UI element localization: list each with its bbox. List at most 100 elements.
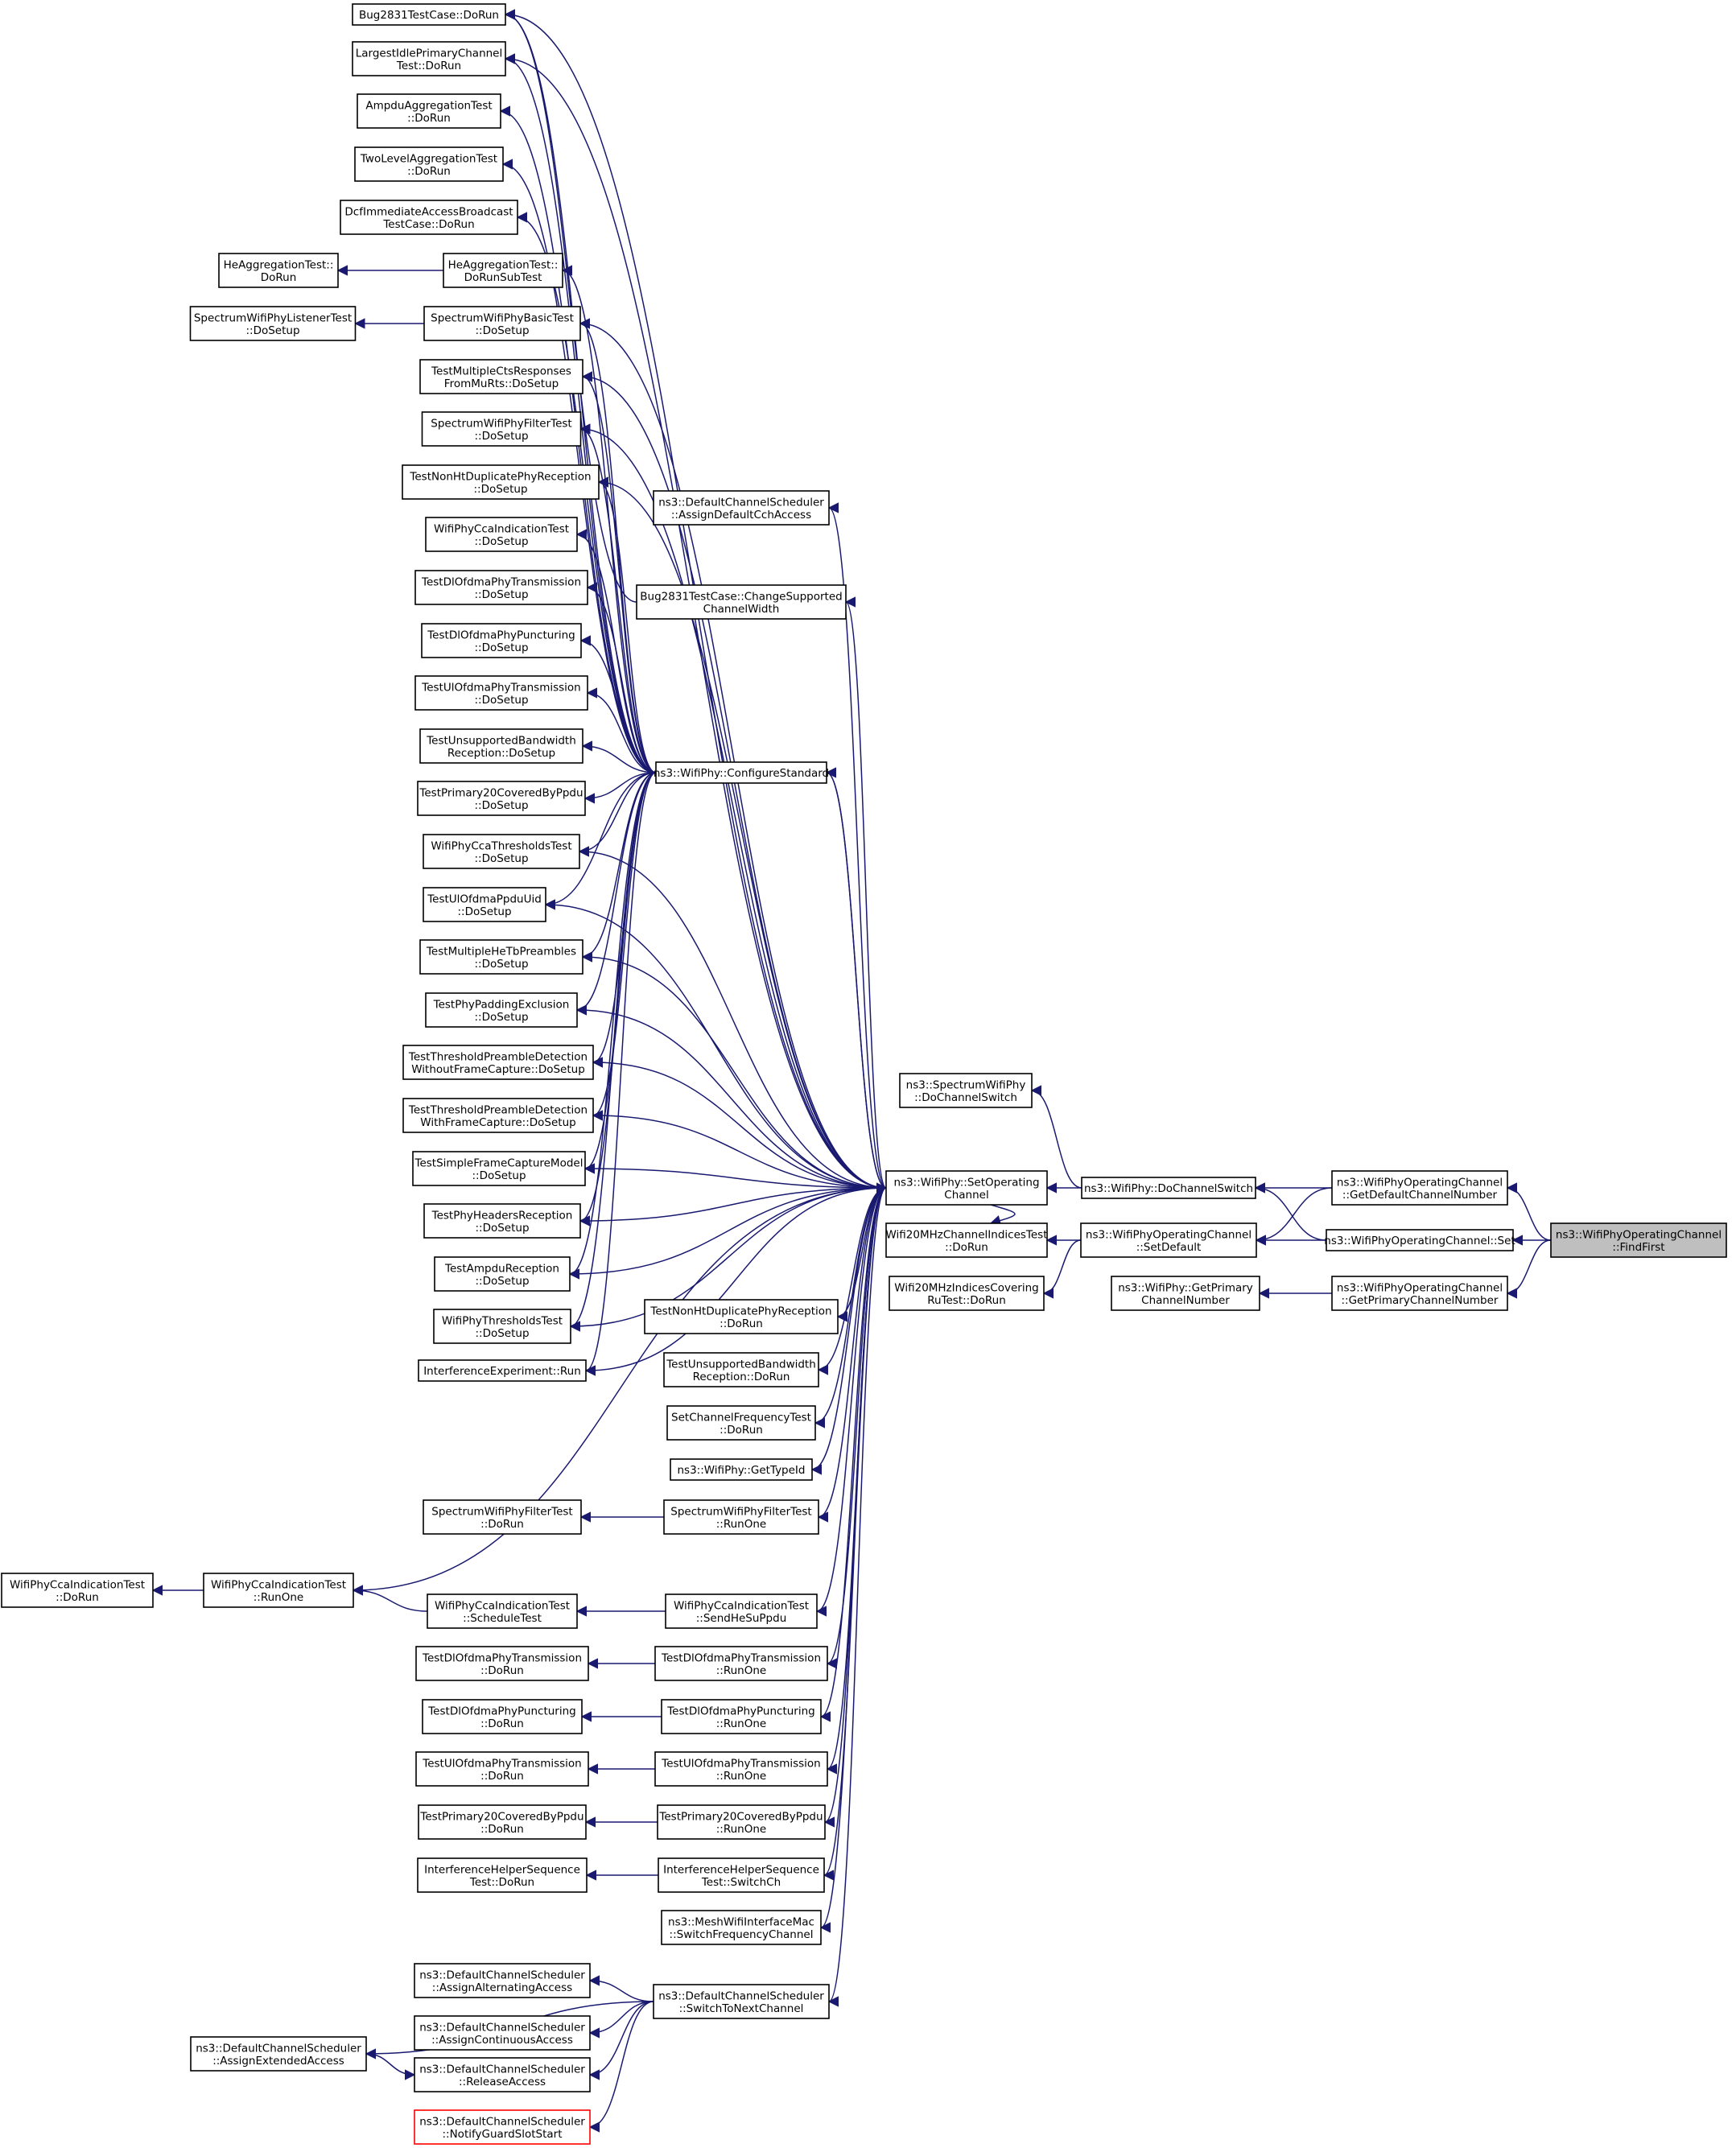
node-ampdu-agg[interactable]: AmpduAggregationTest::DoRun bbox=[357, 93, 501, 129]
node-dlpunc-runone[interactable]: TestDlOfdmaPhyPuncturing::RunOne bbox=[661, 1699, 822, 1734]
node-ampdurx-setup[interactable]: TestAmpduReception::DoSetup bbox=[434, 1256, 571, 1292]
node-ultx-setup[interactable]: TestUlOfdmaPhyTransmission::DoSetup bbox=[414, 675, 588, 711]
node-box[interactable] bbox=[661, 1910, 822, 1945]
node-dcs-release[interactable]: ns3::DefaultChannelScheduler::ReleaseAcc… bbox=[414, 2057, 591, 2092]
node-box[interactable] bbox=[661, 1699, 822, 1734]
node-dcs-cont[interactable]: ns3::DefaultChannelScheduler::AssignCont… bbox=[414, 2015, 591, 2051]
node-tnonht-setup[interactable]: TestNonHtDuplicatePhyReception::DoSetup bbox=[402, 464, 600, 500]
node-box[interactable] bbox=[412, 1151, 586, 1186]
node-box[interactable] bbox=[658, 1857, 825, 1893]
node-box[interactable] bbox=[434, 1256, 571, 1292]
node-p20-dorun[interactable]: TestPrimary20CoveredByPpdu::DoRun bbox=[418, 1804, 587, 1840]
node-box[interactable] bbox=[417, 781, 586, 816]
node-getdefaultch[interactable]: ns3::WifiPhyOperatingChannel::GetDefault… bbox=[1331, 1170, 1508, 1206]
node-headers-setup[interactable]: TestPhyHeadersReception::DoSetup bbox=[423, 1203, 581, 1239]
node-dltx-runone[interactable]: TestDlOfdmaPhyTransmission::RunOne bbox=[654, 1646, 828, 1681]
node-box[interactable] bbox=[418, 1804, 587, 1840]
node-box[interactable] bbox=[425, 517, 578, 552]
node-box[interactable] bbox=[423, 1203, 581, 1239]
node-setchfreq[interactable]: SetChannelFrequencyTest::DoRun bbox=[666, 1405, 816, 1441]
node-box[interactable] bbox=[1550, 1222, 1727, 1258]
node-dltx-setup[interactable]: TestDlOfdmaPhyTransmission::DoSetup bbox=[414, 570, 588, 605]
node-box[interactable] bbox=[885, 1170, 1048, 1206]
node-box[interactable] bbox=[414, 1963, 591, 1998]
node-box[interactable] bbox=[189, 306, 357, 341]
node-box[interactable] bbox=[419, 939, 583, 975]
node-ultx-runone[interactable]: TestUlOfdmaPhyTransmission::RunOne bbox=[654, 1751, 828, 1787]
node-dltx-dorun[interactable]: TestDlOfdmaPhyTransmission::DoRun bbox=[415, 1646, 589, 1681]
node-thrwithout-setup[interactable]: TestThresholdPreambleDetectionWithoutFra… bbox=[402, 1045, 594, 1080]
node-findfirst[interactable]: ns3::WifiPhyOperatingChannel::FindFirst bbox=[1550, 1222, 1727, 1258]
node-bug2831-change[interactable]: Bug2831TestCase::ChangeSupportedChannelW… bbox=[636, 584, 847, 620]
node-ultx-dorun[interactable]: TestUlOfdmaPhyTransmission::DoRun bbox=[415, 1751, 589, 1787]
node-dlpunc-setup[interactable]: TestDlOfdmaPhyPuncturing::DoSetup bbox=[421, 623, 582, 658]
node-multhetb-setup[interactable]: TestMultipleHeTbPreambles::DoSetup bbox=[419, 939, 583, 975]
node-box[interactable] bbox=[663, 1352, 819, 1387]
node-twolevel[interactable]: TwoLevelAggregationTest::DoRun bbox=[354, 146, 504, 182]
node-cca-sendhesu[interactable]: WifiPhyCcaIndicationTest::SendHeSuPpdu bbox=[665, 1593, 818, 1629]
node-box[interactable] bbox=[419, 728, 583, 764]
node-w20mhz-dorun[interactable]: Wifi20MHzChannelIndicesTest::DoRun bbox=[885, 1222, 1048, 1258]
node-box[interactable] bbox=[417, 1857, 588, 1893]
node-tnonht-dorun[interactable]: TestNonHtDuplicatePhyReception::DoRun bbox=[644, 1299, 839, 1334]
node-box[interactable] bbox=[636, 584, 847, 620]
node-box[interactable] bbox=[425, 992, 578, 1028]
node-box[interactable] bbox=[421, 411, 582, 447]
node-gettypeid[interactable]: ns3::WifiPhy::GetTypeId bbox=[670, 1458, 813, 1481]
node-box[interactable] bbox=[1326, 1229, 1514, 1251]
node-p20-setup[interactable]: TestPrimary20CoveredByPpdu::DoSetup bbox=[417, 781, 586, 816]
node-box[interactable] bbox=[203, 1573, 354, 1608]
node-box[interactable] bbox=[1080, 1222, 1257, 1258]
node-box[interactable] bbox=[414, 2015, 591, 2051]
node-box[interactable] bbox=[1111, 1276, 1260, 1311]
node-box[interactable] bbox=[402, 1098, 594, 1133]
node-swp-filter-runone[interactable]: SpectrumWifiPhyFilterTest::RunOne bbox=[663, 1499, 819, 1535]
node-opset[interactable]: ns3::WifiPhyOperatingChannel::Set bbox=[1324, 1229, 1515, 1251]
node-box[interactable] bbox=[443, 253, 563, 288]
node-box[interactable] bbox=[414, 2109, 591, 2145]
node-heagg-sub[interactable]: HeAggregationTest::DoRunSubTest bbox=[443, 253, 563, 288]
node-box[interactable] bbox=[414, 570, 588, 605]
node-configstd[interactable]: ns3::WifiPhy::ConfigureStandard bbox=[654, 761, 829, 784]
node-getprimary[interactable]: ns3::WifiPhy::GetPrimaryChannelNumber bbox=[1111, 1276, 1260, 1311]
node-box[interactable] bbox=[653, 490, 830, 526]
node-bug2831-dorun[interactable]: Bug2831TestCase::DoRun bbox=[352, 3, 506, 26]
node-dcs-assigndefault[interactable]: ns3::DefaultChannelScheduler::AssignDefa… bbox=[653, 490, 830, 526]
node-box[interactable] bbox=[357, 93, 501, 129]
node-box[interactable] bbox=[352, 41, 506, 76]
node-box[interactable] bbox=[654, 1646, 828, 1681]
node-box[interactable] bbox=[218, 253, 339, 288]
node-box[interactable] bbox=[340, 200, 518, 235]
node-box[interactable] bbox=[402, 1045, 594, 1080]
node-box[interactable] bbox=[653, 1984, 830, 2019]
node-heagg-dorun[interactable]: HeAggregationTest::DoRun bbox=[218, 253, 339, 288]
node-box[interactable] bbox=[423, 1499, 582, 1535]
node-box[interactable] bbox=[433, 1309, 571, 1344]
node-unsup-setup[interactable]: TestUnsupportedBandwidthReception::DoSet… bbox=[419, 728, 583, 764]
node-box[interactable] bbox=[663, 1499, 819, 1535]
node-dcs-alt[interactable]: ns3::DefaultChannelScheduler::AssignAlte… bbox=[414, 1963, 591, 1998]
node-dochsw[interactable]: ns3::WifiPhy::DoChannelSwitch bbox=[1081, 1177, 1256, 1199]
node-swp-filter-dorun[interactable]: SpectrumWifiPhyFilterTest::DoRun bbox=[423, 1499, 582, 1535]
node-cca-setup[interactable]: WifiPhyCcaIndicationTest::DoSetup bbox=[425, 517, 578, 552]
node-box[interactable] bbox=[414, 675, 588, 711]
node-p20-runone[interactable]: TestPrimary20CoveredByPpdu::RunOne bbox=[657, 1804, 826, 1840]
node-box[interactable] bbox=[670, 1458, 813, 1481]
node-setdefault[interactable]: ns3::WifiPhyOperatingChannel::SetDefault bbox=[1080, 1222, 1257, 1258]
node-dcs-switchnext[interactable]: ns3::DefaultChannelScheduler::SwitchToNe… bbox=[653, 1984, 830, 2019]
node-simplefc-setup[interactable]: TestSimpleFrameCaptureModel::DoSetup bbox=[412, 1151, 586, 1186]
node-tmcts[interactable]: TestMultipleCtsResponsesFromMuRts::DoSet… bbox=[419, 359, 583, 394]
node-swp-listener[interactable]: SpectrumWifiPhyListenerTest::DoSetup bbox=[189, 306, 357, 341]
node-box[interactable] bbox=[423, 887, 546, 922]
node-box[interactable] bbox=[657, 1804, 826, 1840]
node-dcfimm[interactable]: DcfImmediateAccessBroadcastTestCase::DoR… bbox=[340, 200, 518, 235]
node-cca-sched[interactable]: WifiPhyCcaIndicationTest::ScheduleTest bbox=[427, 1593, 578, 1629]
node-box[interactable] bbox=[414, 2057, 591, 2092]
node-box[interactable] bbox=[402, 464, 600, 500]
node-dcs-guard[interactable]: ns3::DefaultChannelScheduler::NotifyGuar… bbox=[414, 2109, 591, 2145]
node-box[interactable] bbox=[644, 1299, 839, 1334]
